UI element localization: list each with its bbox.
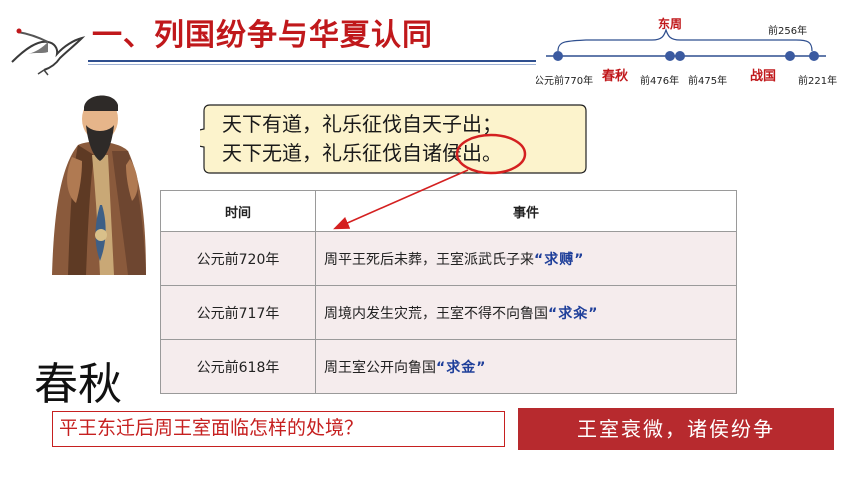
event-quote: “求赙” xyxy=(534,251,585,268)
timeline-year-256: 前256年 xyxy=(768,24,807,37)
timeline-dot-476 xyxy=(665,51,675,61)
events-table: 时间 事件 公元前720年 周平王死后未葬，王室派武氏子来“求赙” 公元前717… xyxy=(160,190,737,394)
event-text: 周平王死后未葬，王室派武氏子来 xyxy=(324,251,534,268)
question-box: 平王东迁后周王室面临怎样的处境？ xyxy=(52,411,505,447)
bubble-line-2: 天下无道，礼乐征伐自诸侯出。 xyxy=(222,141,502,165)
east-zhou-brace xyxy=(557,28,813,52)
crane-icon xyxy=(11,28,86,76)
table-row: 公元前717年 周境内发生灾荒，王室不得不向鲁国“求籴” xyxy=(160,285,737,340)
timeline-year-475: 前475年 xyxy=(688,74,727,87)
table-row: 公元前720年 周平王死后未葬，王室派武氏子来“求赙” xyxy=(160,231,737,286)
row-time: 公元前717年 xyxy=(160,285,316,340)
bubble-line-1: 天下有道，礼乐征伐自天子出； xyxy=(222,112,502,136)
timeline-year-476: 前476年 xyxy=(640,74,679,87)
title-underline-thin xyxy=(88,64,536,65)
title-underline xyxy=(88,60,536,62)
page-title: 一、列国纷争与华夏认同 xyxy=(92,18,433,53)
column-header-event: 事件 xyxy=(315,190,737,232)
timeline-dot-475 xyxy=(675,51,685,61)
answer-box: 王室衰微，诸侯纷争 xyxy=(518,408,834,450)
timeline-east-zhou: 东周 xyxy=(658,16,682,31)
event-text: 周境内发生灾荒，王室不得不向鲁国 xyxy=(324,305,548,322)
row-event: 周王室公开向鲁国“求金” xyxy=(315,339,737,394)
timeline-year-770: 公元前770年 xyxy=(536,74,593,87)
row-time: 公元前720年 xyxy=(160,231,316,286)
event-text: 周王室公开向鲁国 xyxy=(324,359,436,376)
confucius-figure xyxy=(52,95,146,275)
row-event: 周境内发生灾荒，王室不得不向鲁国“求籴” xyxy=(315,285,737,340)
timeline-year-221: 前221年 xyxy=(798,74,837,87)
timeline-spring-autumn: 春秋 xyxy=(601,68,629,84)
dynasty-timeline: 东周 前256年 公元前770年 春秋 前476年 前475年 战国 前221年 xyxy=(536,16,837,87)
event-quote: “求籴” xyxy=(548,305,599,322)
timeline-dot-256 xyxy=(785,51,795,61)
timeline-dot-221 xyxy=(809,51,819,61)
event-quote: “求金” xyxy=(436,359,487,376)
side-label-spring-autumn: 春秋 xyxy=(34,359,122,410)
row-event: 周平王死后未葬，王室派武氏子来“求赙” xyxy=(315,231,737,286)
bubble-quote: 天下有道，礼乐征伐自天子出； 天下无道，礼乐征伐自诸侯出。 xyxy=(222,110,592,168)
row-time: 公元前618年 xyxy=(160,339,316,394)
timeline-dot-770 xyxy=(553,51,563,61)
column-header-time: 时间 xyxy=(160,190,316,232)
table-row: 公元前618年 周王室公开向鲁国“求金” xyxy=(160,339,737,394)
table-header-row: 时间 事件 xyxy=(160,190,737,232)
timeline-warring-states: 战国 xyxy=(750,68,776,84)
